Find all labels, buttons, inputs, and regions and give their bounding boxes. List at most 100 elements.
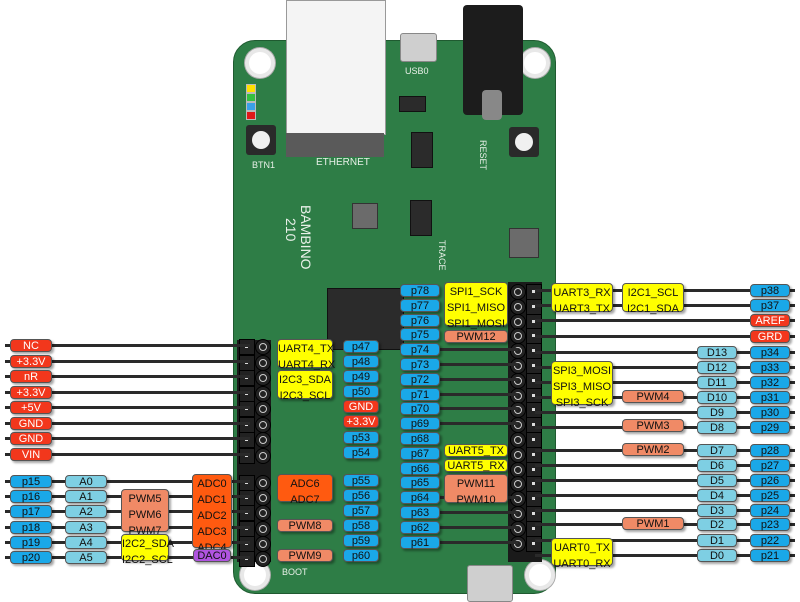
port-pin-label: p22 [750, 534, 790, 547]
port-pin-label: p17 [10, 505, 52, 519]
arduino-pin-label: D5 [697, 474, 737, 487]
header-pin[interactable] [239, 432, 255, 448]
header-pin[interactable] [510, 535, 526, 552]
header-pin[interactable] [239, 520, 255, 537]
header-pin[interactable] [510, 506, 526, 522]
header-pin[interactable] [255, 475, 271, 491]
label-text: ADC3 [197, 526, 227, 538]
header-pin[interactable] [510, 461, 526, 478]
port-pin-label: p37 [750, 299, 790, 312]
header-pin[interactable] [239, 339, 255, 355]
label-text: ADC1 [197, 494, 227, 506]
header-pin[interactable] [255, 447, 271, 464]
pwm-label: PWM3 [622, 419, 684, 432]
header-pin[interactable] [255, 551, 271, 567]
connection-wire [435, 377, 518, 381]
label-text: PWM6 [128, 509, 162, 521]
port-pin-label: p53 [343, 431, 379, 444]
port-pin-label: p47 [343, 340, 379, 353]
header-pin[interactable] [510, 313, 526, 330]
label-text: PWM10 [456, 494, 496, 506]
arduino-pin-label: D9 [697, 406, 737, 419]
reset-button[interactable] [509, 127, 539, 157]
header-pin[interactable] [526, 284, 542, 300]
connection-wire [5, 437, 250, 440]
connection-wire [5, 375, 250, 378]
connection-wire [5, 406, 250, 409]
u5-chip [399, 96, 426, 112]
arduino-pin-label: D3 [697, 504, 737, 517]
header-pin[interactable] [255, 535, 271, 552]
power-pin-label: +5V [10, 401, 52, 414]
header-pin[interactable] [510, 343, 526, 360]
power-pin-label: GND [343, 400, 379, 413]
connection-wire [435, 540, 518, 544]
power-pin-label: GRD [750, 330, 790, 343]
header-pin[interactable] [510, 298, 526, 315]
port-pin-label: p49 [343, 370, 379, 383]
silk-board-model: 210 [283, 218, 299, 242]
connection-wire [535, 381, 795, 384]
port-pin-label: p28 [750, 444, 790, 457]
header-pin[interactable] [239, 475, 255, 491]
connection-wire [535, 411, 795, 414]
header-pin[interactable] [239, 416, 255, 433]
port-pin-label: p15 [10, 475, 52, 488]
header-pin[interactable] [255, 416, 271, 433]
header-pin[interactable] [510, 446, 526, 463]
arduino-pin-label: A2 [65, 505, 107, 519]
header-pin[interactable] [255, 385, 271, 402]
silk-reset: RESET [478, 140, 488, 171]
led-blue [246, 102, 256, 111]
header-pin[interactable] [239, 401, 255, 417]
port-pin-label: p19 [10, 535, 52, 549]
header-pin[interactable] [255, 354, 271, 371]
header-pin[interactable] [510, 358, 526, 374]
port-pin-label: p62 [400, 520, 440, 534]
header-pin[interactable] [510, 372, 526, 389]
arduino-pin-label: D1 [697, 534, 737, 547]
label-text: ADC6 [290, 478, 320, 490]
header-pin[interactable] [239, 447, 255, 464]
label-text: I2C1_SCL [627, 287, 679, 299]
header-pin[interactable] [239, 385, 255, 402]
header-pin[interactable] [239, 535, 255, 552]
header-pin[interactable] [239, 490, 255, 507]
header-pin[interactable] [255, 432, 271, 448]
port-pin-label: p24 [750, 504, 790, 517]
header-pin[interactable] [526, 432, 542, 448]
label-text: UART4_RX [278, 359, 336, 371]
port-pin-label: p58 [343, 519, 379, 532]
arduino-pin-label: D2 [697, 518, 737, 531]
header-pin[interactable] [510, 284, 526, 300]
dc-jack-barrel [482, 90, 502, 120]
power-pin-label: +3.3V [10, 354, 52, 368]
usb0-connector [400, 33, 437, 62]
header-pin[interactable] [239, 505, 255, 522]
header-pin[interactable] [255, 520, 271, 537]
header-pin[interactable] [239, 370, 255, 386]
port-pin-label: p72 [400, 372, 440, 386]
header-pin[interactable] [255, 401, 271, 417]
connection-wire [535, 464, 795, 467]
header-pin[interactable] [239, 354, 255, 371]
header-pin[interactable] [239, 551, 255, 567]
header-pin[interactable] [510, 387, 526, 404]
btn1-button[interactable] [246, 125, 276, 155]
header-pin[interactable] [526, 535, 542, 552]
header-pin[interactable] [510, 432, 526, 448]
label-text: SPI3_SCK [555, 397, 609, 409]
connection-wire [435, 422, 518, 426]
header-pin[interactable] [255, 490, 271, 507]
led-green [246, 93, 256, 102]
header-pin[interactable] [255, 370, 271, 386]
connection-wire [5, 452, 250, 456]
header-pin[interactable] [510, 520, 526, 537]
connection-wire [535, 509, 795, 512]
port-pin-label: p63 [400, 506, 440, 519]
header-pin[interactable] [255, 339, 271, 355]
